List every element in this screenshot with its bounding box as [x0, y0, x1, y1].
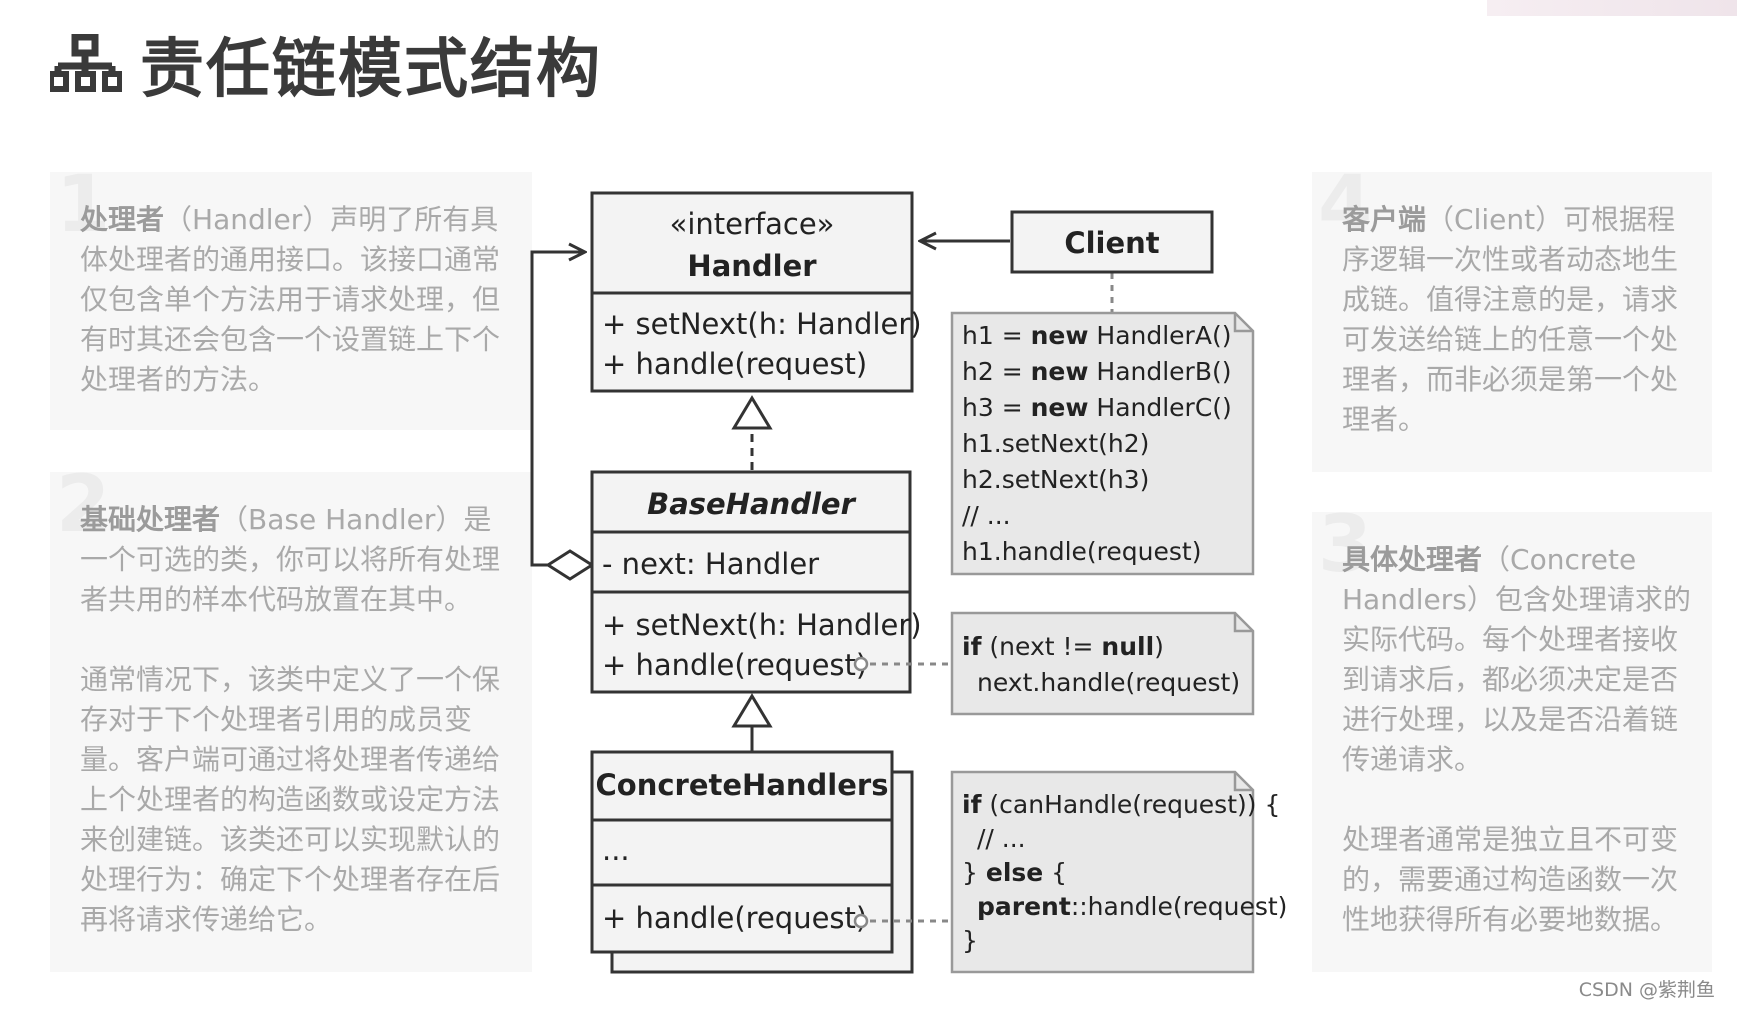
- panel-paren: （Concrete Handlers）: [1342, 543, 1637, 616]
- panel-term: 具体处理者: [1342, 543, 1483, 576]
- base-handler-class: BaseHandler - next: Handler + setNext(h:…: [590, 470, 922, 694]
- client-code-line: // ...: [962, 501, 1011, 530]
- base-code-line-2: next.handle(request): [977, 668, 1240, 697]
- concrete-handlers-field: ...: [602, 833, 630, 867]
- base-handler-name: BaseHandler: [647, 487, 856, 521]
- panel-body: 声明了所有具体处理者的通用接口。该接口通常仅包含单个方法用于请求处理，但有时其还…: [80, 203, 501, 396]
- hierarchy-icon: [50, 34, 122, 92]
- concrete-code-line-2: // ...: [977, 824, 1026, 853]
- client-code-line: h1.setNext(h2): [962, 429, 1149, 458]
- panel-number: 1: [56, 160, 111, 250]
- client-code-note: h1 = new HandlerA() h2 = new HandlerB() h3…: [950, 311, 1255, 576]
- panel-body-2: 处理者通常是独立且不可变的，需要通过构造函数一次性地获得所有必要地数据。: [1342, 823, 1679, 936]
- handler-stereotype: «interface»: [670, 207, 835, 241]
- panel-concrete-description: 3 具体处理者（Concrete Handlers）包含处理请求的实际代码。每个…: [1312, 506, 1712, 972]
- panel-text: 客户端（Client）可根据程序逻辑一次性或者动态地生成链。值得注意的是，请求可…: [1342, 200, 1692, 440]
- corner-decoration: [1487, 0, 1737, 16]
- panel-handler-description: 1 处理者（Handler）声明了所有具体处理者的通用接口。该接口通常仅包含单个…: [50, 166, 532, 430]
- panel-term: 基础处理者: [80, 503, 221, 536]
- panel-client-description: 4 客户端（Client）可根据程序逻辑一次性或者动态地生成链。值得注意的是，请…: [1312, 166, 1712, 472]
- handler-method-handle: + handle(request): [602, 347, 867, 381]
- panel-body: 可根据程序逻辑一次性或者动态地生成链。值得注意的是，请求可发送给链上的任意一个处…: [1342, 203, 1679, 436]
- concrete-handlers-class: ConcreteHandlers ... + handle(request): [590, 750, 914, 974]
- panel-text: 处理者（Handler）声明了所有具体处理者的通用接口。该接口通常仅包含单个方法…: [80, 200, 512, 400]
- base-handler-field-next: - next: Handler: [602, 547, 819, 581]
- aggregation-line: [530, 252, 585, 567]
- concrete-note-anchor: [853, 913, 869, 929]
- client-name: Client: [1064, 226, 1159, 260]
- client-code-line: h3 = new HandlerC(): [962, 393, 1232, 422]
- concrete-code-note: if (canHandle(request)) { // ... } else …: [950, 770, 1287, 974]
- panel-term: 客户端: [1342, 203, 1427, 236]
- panel-text: 具体处理者（Concrete Handlers）包含处理请求的实际代码。每个处理…: [1342, 540, 1692, 940]
- panel-text: 基础处理者（Base Handler）是一个可选的类，你可以将所有处理者共用的样…: [80, 500, 512, 940]
- concrete-handlers-method-handle: + handle(request): [602, 901, 867, 935]
- panel-base-handler-description: 2 基础处理者（Base Handler）是一个可选的类，你可以将所有处理者共用…: [50, 466, 532, 972]
- concrete-code-line-1: if (canHandle(request)) {: [962, 790, 1280, 819]
- client-code-line: h2 = new HandlerB(): [962, 357, 1232, 386]
- concrete-code-line-3: } else {: [962, 858, 1067, 887]
- panel-number: 4: [1318, 160, 1373, 250]
- panel-body: 是一个可选的类，你可以将所有处理者共用的样本代码放置在其中。: [80, 503, 501, 616]
- watermark: CSDN @紫荆鱼: [1578, 979, 1715, 1001]
- inheritance-triangle: [731, 693, 773, 728]
- page-title: 责任链模式结构: [140, 33, 602, 107]
- panel-paren: （Client）: [1426, 203, 1564, 236]
- panel-body-2: 通常情况下，该类中定义了一个保存对于下个处理者引用的成员变量。客户端可通过将处理…: [80, 663, 501, 936]
- aggregation-diamond: [545, 549, 595, 581]
- concrete-code-line-5: }: [962, 926, 978, 955]
- handler-class: «interface» Handler + setNext(h: Handler…: [590, 191, 922, 393]
- panel-paren: （Handler）: [164, 203, 331, 236]
- client-code-line: h2.setNext(h3): [962, 465, 1149, 494]
- client-code-line: h1.handle(request): [962, 537, 1201, 566]
- client-class: Client: [1010, 210, 1214, 274]
- base-code-line-1: if (next != null): [962, 632, 1164, 661]
- base-note-anchor: [853, 656, 869, 672]
- base-code-note: if (next != null) next.handle(request): [950, 611, 1255, 716]
- panel-term: 处理者: [80, 203, 165, 236]
- concrete-code-line-4: parent::handle(request): [977, 892, 1287, 921]
- page-header: 责任链模式结构: [50, 24, 602, 107]
- base-handler-method-handle: + handle(request): [602, 648, 867, 682]
- panel-number: 3: [1318, 500, 1373, 590]
- panel-paren: （Base Handler）: [220, 503, 464, 536]
- realization-triangle: [731, 395, 773, 430]
- concrete-handlers-name: ConcreteHandlers: [596, 768, 889, 802]
- handler-method-setnext: + setNext(h: Handler): [602, 307, 922, 341]
- panel-body: 包含处理请求的实际代码。每个处理者接收到请求后，都必须决定是否进行处理，以及是否…: [1342, 583, 1691, 776]
- handler-name: Handler: [687, 249, 817, 283]
- base-handler-method-setnext: + setNext(h: Handler): [602, 608, 922, 642]
- panel-number: 2: [56, 460, 111, 550]
- client-code-line: h1 = new HandlerA(): [962, 321, 1231, 350]
